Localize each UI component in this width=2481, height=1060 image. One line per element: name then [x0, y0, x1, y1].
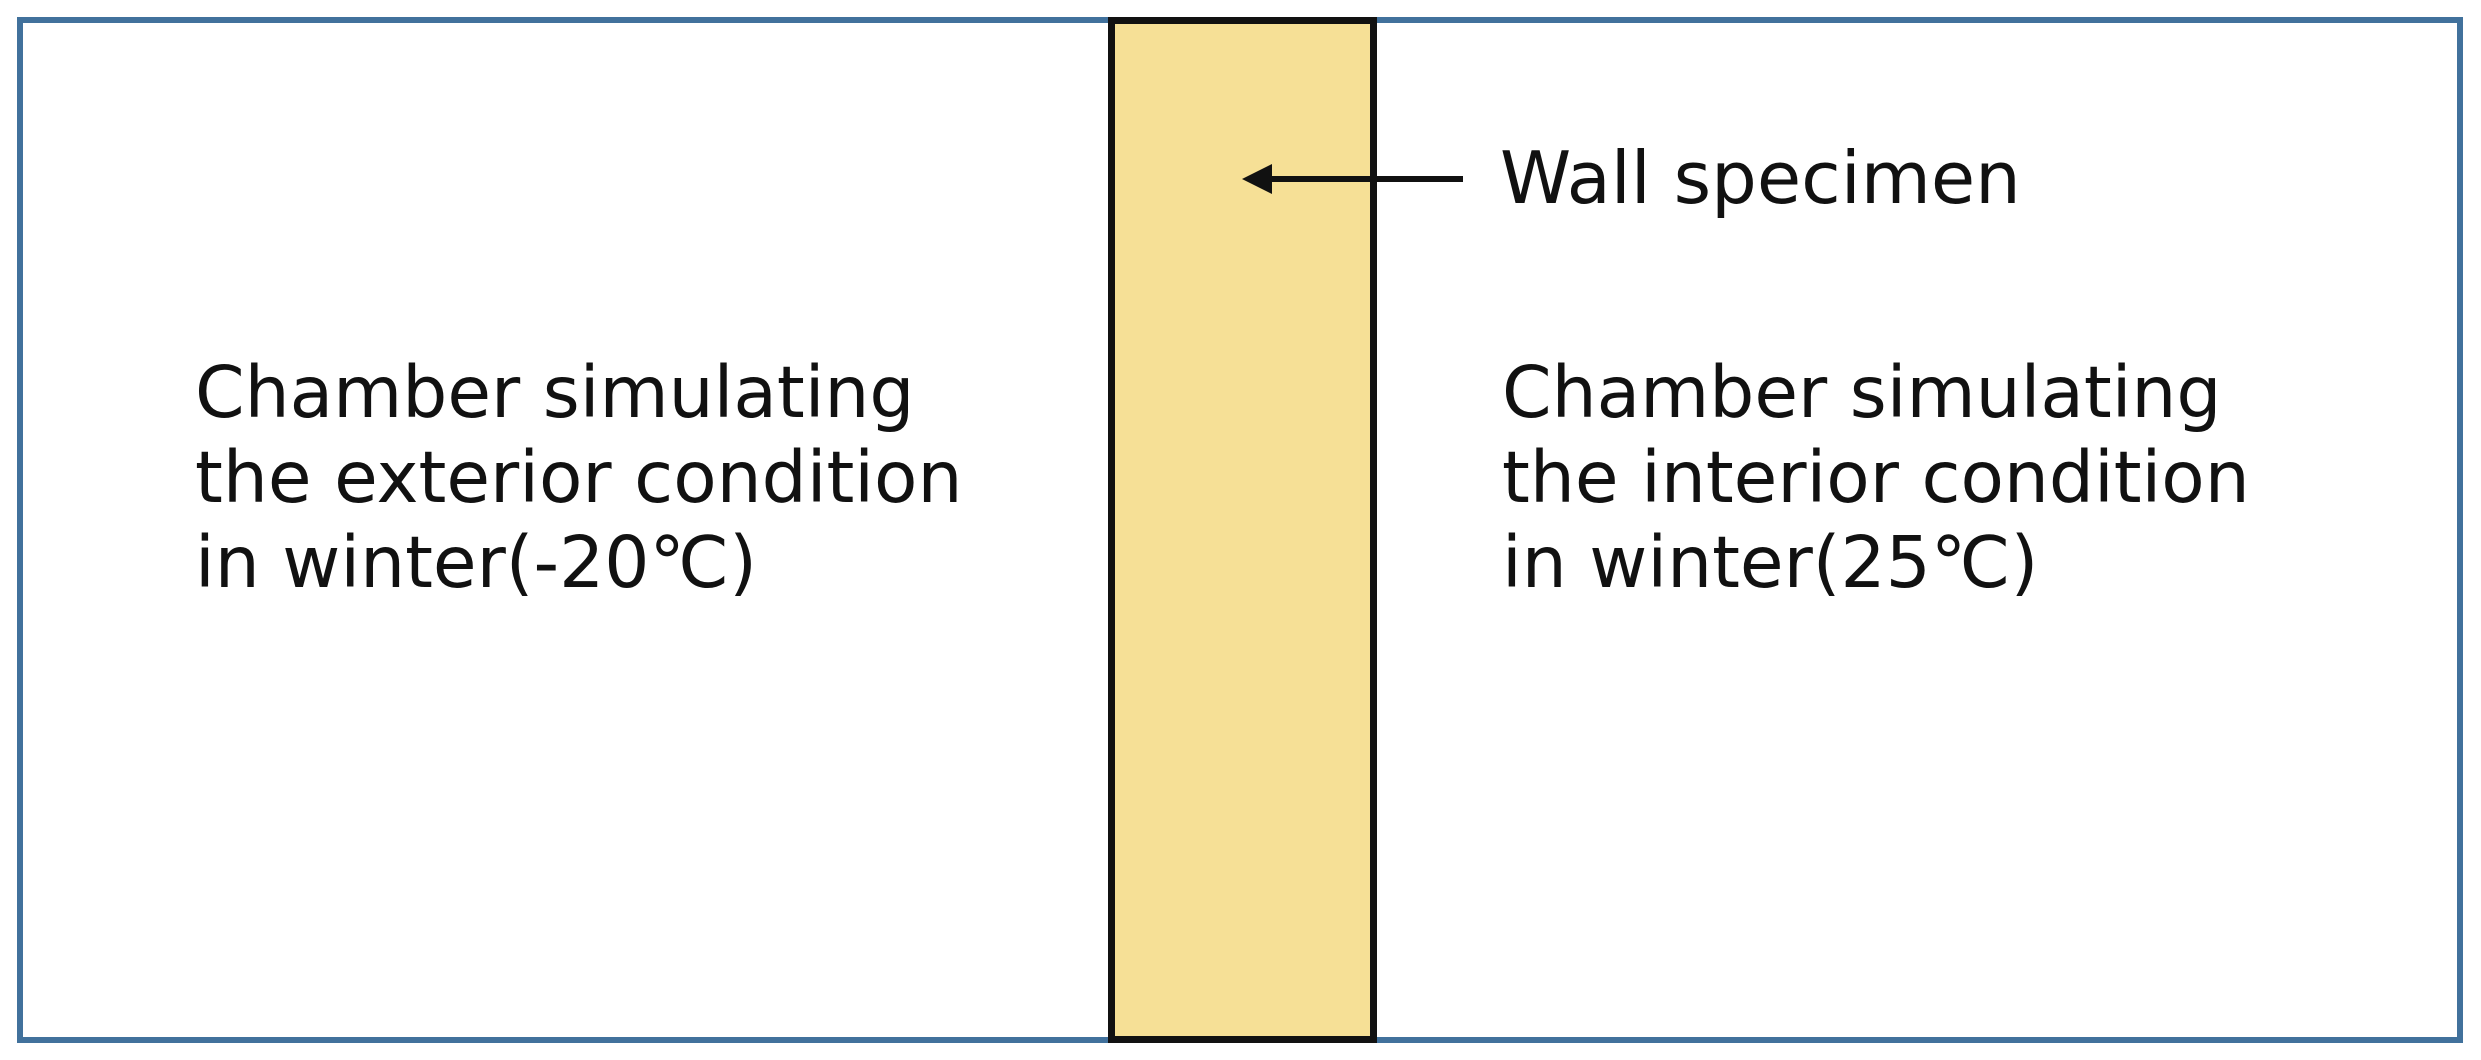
wall-label-arrow-line [1268, 176, 1463, 182]
interior-chamber-line-3: in winter(25℃) [1502, 521, 2039, 604]
arrow-left-icon [1242, 164, 1272, 194]
exterior-chamber-label: Chamber simulating the exterior conditio… [195, 350, 962, 605]
exterior-chamber-line-3: in winter(-20℃) [195, 521, 757, 604]
wall-specimen-label: Wall specimen [1500, 136, 2021, 220]
exterior-chamber-line-2: the exterior condition [195, 436, 963, 519]
interior-chamber-line-1: Chamber simulating [1502, 351, 2222, 434]
interior-chamber-label: Chamber simulating the interior conditio… [1502, 350, 2250, 605]
interior-chamber-line-2: the interior condition [1502, 436, 2250, 519]
exterior-chamber-line-1: Chamber simulating [195, 351, 915, 434]
